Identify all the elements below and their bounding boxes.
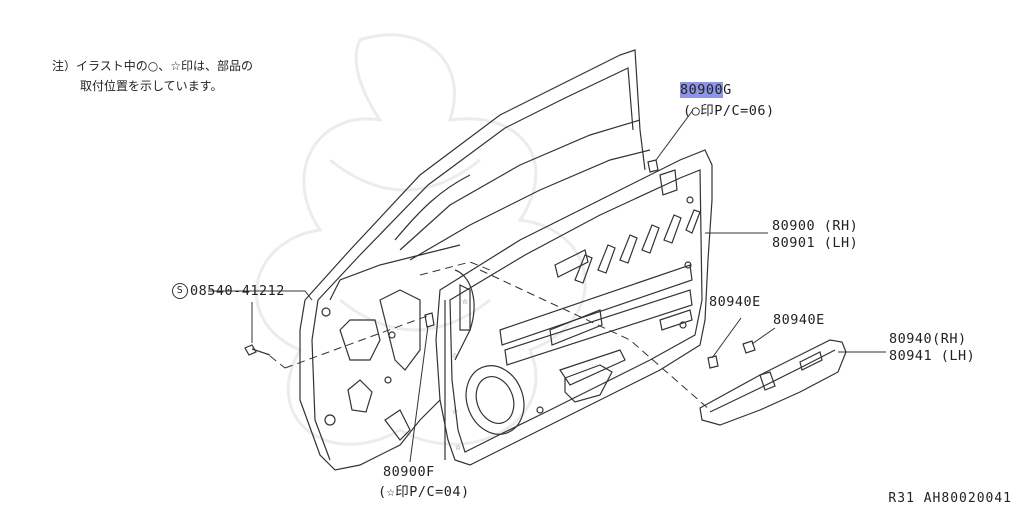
svg-text:☆: ☆ xyxy=(462,296,468,307)
clip-80900g xyxy=(647,159,659,173)
part-80900g-label[interactable]: 80900G xyxy=(680,82,732,98)
part-80900f-note: (☆印P/C=04) xyxy=(378,484,470,500)
part-80900-rh-label[interactable]: 80900 (RH) xyxy=(772,218,859,234)
watermark xyxy=(254,33,587,446)
part-80940-rh-label[interactable]: 80940(RH) xyxy=(889,331,967,347)
installation-note: 注）イラスト中の○、☆印は、部品の 取付位置を示しています。 xyxy=(52,56,253,96)
note-line-1: 注）イラスト中の○、☆印は、部品の xyxy=(52,59,253,73)
clip-80940e-a xyxy=(707,355,719,369)
part-80900g-note: (○印P/C=06) xyxy=(683,103,775,119)
screw-part-number: 08540-41212 xyxy=(190,283,285,299)
part-80941-lh-label[interactable]: 80941 (LH) xyxy=(889,348,976,364)
diagram-code: R31 AH80020041 xyxy=(888,491,1012,506)
part-80901-lh-label[interactable]: 80901 (LH) xyxy=(772,235,859,251)
svg-text:☆: ☆ xyxy=(452,350,458,361)
clip-80900f xyxy=(424,312,435,328)
part-80940e-label-a[interactable]: 80940E xyxy=(709,294,761,310)
svg-text:☆: ☆ xyxy=(455,442,461,453)
star-markers: ☆ ☆ ☆ ☆ xyxy=(452,296,468,453)
part-suffix: G xyxy=(723,82,732,98)
screw-symbol-icon: S xyxy=(172,283,188,299)
part-number-highlight: 80900 xyxy=(680,82,724,98)
armrest xyxy=(699,339,847,426)
screw xyxy=(244,344,271,356)
door-shell xyxy=(299,299,441,471)
part-80940e-label-b[interactable]: 80940E xyxy=(773,312,825,328)
part-80900f-label[interactable]: 80900F xyxy=(383,464,435,480)
note-line-2: 取付位置を示しています。 xyxy=(80,79,223,93)
pull-handle xyxy=(564,364,613,403)
speaker-grille xyxy=(465,365,525,435)
clip-80940e-b xyxy=(742,340,756,354)
svg-text:☆: ☆ xyxy=(452,406,458,417)
door-trim-panel xyxy=(435,149,713,466)
door-window-frame xyxy=(304,49,646,301)
